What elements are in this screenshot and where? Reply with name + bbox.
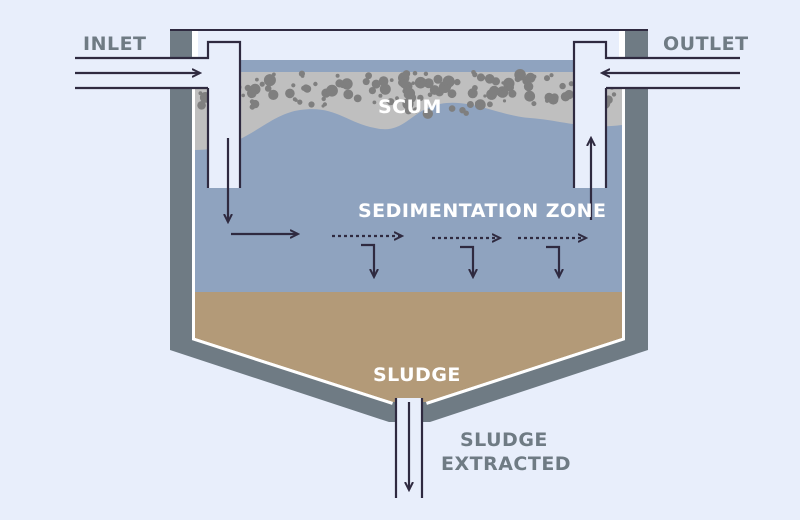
scum-particle xyxy=(249,99,255,105)
inlet-label: INLET xyxy=(83,33,147,55)
scum-particle xyxy=(508,89,517,98)
scum-particle xyxy=(403,87,416,100)
scum-particle xyxy=(524,90,536,102)
scum-particle xyxy=(544,75,550,82)
sludge-label: SLUDGE xyxy=(373,364,461,386)
scum-label: SCUM xyxy=(378,96,442,118)
scum-particle xyxy=(368,87,376,95)
scum-particle xyxy=(348,80,353,85)
sedimentation-zone-label: SEDIMENTATION ZONE xyxy=(358,200,607,222)
inlet-pipe xyxy=(75,40,242,188)
scum-particle xyxy=(302,84,310,92)
scum-particle xyxy=(475,100,480,106)
scum-particle xyxy=(483,94,487,98)
scum-particle xyxy=(433,74,443,84)
scum-particle xyxy=(560,92,571,102)
scum-particle xyxy=(343,89,354,100)
scum-particle xyxy=(531,101,537,107)
scum-particle xyxy=(365,72,372,80)
scum-particle xyxy=(389,78,394,82)
scum-particle xyxy=(501,81,505,85)
scum-particle xyxy=(444,81,449,85)
scum-particle xyxy=(399,79,409,89)
scum-particle xyxy=(466,101,474,108)
sludge-layer xyxy=(195,292,622,402)
scum-particle xyxy=(489,85,500,97)
scum-particle xyxy=(247,88,257,99)
scum-particle xyxy=(523,81,534,92)
scum-particle xyxy=(463,110,469,116)
scum-particle xyxy=(447,89,457,99)
scum-particle xyxy=(300,74,305,78)
scum-particle xyxy=(559,82,566,90)
scum-particle xyxy=(471,70,476,75)
scum-particle xyxy=(484,74,495,84)
scum-particle xyxy=(472,85,478,91)
scum-particle xyxy=(498,90,506,97)
scum-particle xyxy=(386,99,390,104)
scum-particle xyxy=(506,85,512,91)
scum-particle xyxy=(502,99,507,103)
scum-particle xyxy=(244,84,252,92)
scum-particle xyxy=(378,93,383,98)
scum-particle xyxy=(401,71,410,79)
scum-particle xyxy=(362,78,370,86)
scum-particle xyxy=(264,85,272,92)
scum-particle xyxy=(371,79,381,89)
scum-particle xyxy=(266,74,273,80)
scum-particle xyxy=(532,74,537,79)
settling-arrow-1 xyxy=(361,243,374,277)
scum-particle xyxy=(442,75,455,88)
scum-particle xyxy=(448,105,456,112)
scum-particle xyxy=(292,97,297,102)
scum-particle xyxy=(417,94,424,102)
scum-particle xyxy=(335,73,340,78)
scum-particle xyxy=(480,75,486,81)
scum-particle xyxy=(326,84,338,97)
scum-particle xyxy=(514,76,521,83)
scum-particle xyxy=(467,88,478,99)
settling-arrow-2 xyxy=(460,245,473,277)
scum-particle xyxy=(353,94,362,103)
scum-particle xyxy=(429,85,440,95)
scum-particle xyxy=(372,100,377,105)
scum-particle xyxy=(321,104,325,108)
scum-particle xyxy=(420,78,424,83)
scum-particle xyxy=(454,78,461,86)
scum-particle xyxy=(285,88,295,99)
scum-particle xyxy=(411,81,416,85)
scum-particle xyxy=(255,77,259,82)
scum-particle xyxy=(297,99,303,105)
sludge-extracted-label-line2: EXTRACTED xyxy=(441,453,571,475)
scum-particle xyxy=(487,101,493,108)
scum-particle xyxy=(339,82,346,89)
scum-particle xyxy=(308,101,315,108)
scum-particle xyxy=(313,81,318,87)
scum-particle xyxy=(268,89,279,100)
outlet-pipe xyxy=(572,40,740,188)
scum-particle xyxy=(568,81,574,87)
scum-particle xyxy=(379,83,391,95)
scum-particle xyxy=(395,96,399,101)
scum-particle xyxy=(241,93,245,98)
scum-particle xyxy=(611,92,617,97)
scum-particle xyxy=(259,81,265,87)
outlet-label: OUTLET xyxy=(663,33,749,55)
scum-particle xyxy=(291,83,296,88)
scum-particle xyxy=(422,108,433,119)
scum-particle xyxy=(427,92,433,98)
scum-particle xyxy=(412,107,419,114)
settling-arrow-3 xyxy=(546,245,559,277)
scum-particle xyxy=(380,78,388,87)
scum-particle xyxy=(412,70,418,76)
scum-particle xyxy=(549,73,554,78)
scum-particle xyxy=(548,94,559,105)
scum-particle xyxy=(423,71,429,77)
scum-particle xyxy=(272,72,276,77)
scum-particle xyxy=(197,101,206,110)
sludge-extracted-label-line1: SLUDGE xyxy=(460,429,548,451)
scum-particle xyxy=(321,96,326,102)
